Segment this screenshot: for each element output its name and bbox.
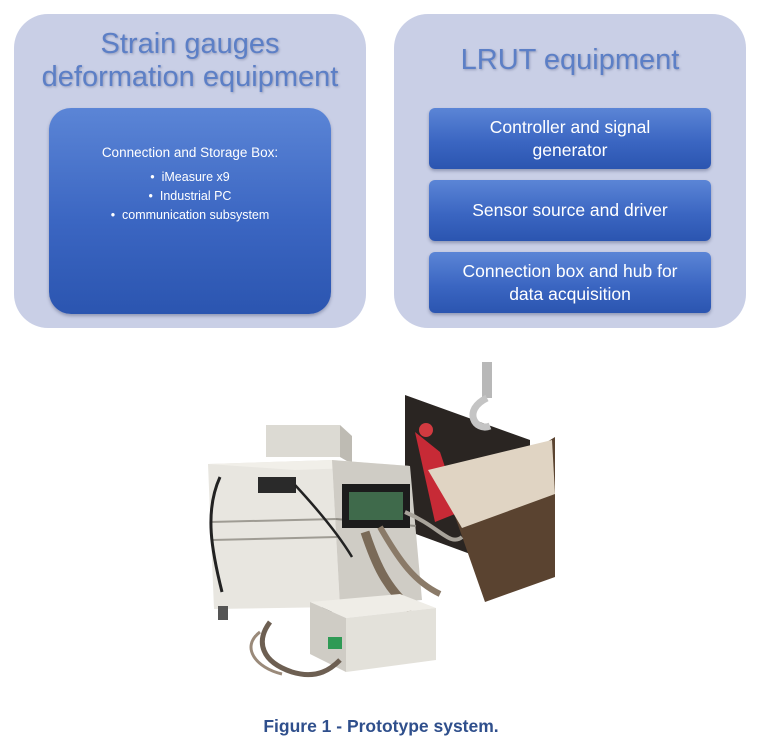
box-line: Sensor source and driver bbox=[472, 200, 668, 220]
storage-box-heading: Connection and Storage Box: bbox=[101, 145, 279, 160]
prototype-system-photo bbox=[208, 362, 555, 678]
strain-gauges-panel-title: Strain gauges deformation equipment bbox=[14, 28, 366, 94]
box-line: Connection box and hub for bbox=[462, 260, 678, 281]
connection-storage-box: Connection and Storage Box: iMeasure x9 … bbox=[49, 108, 331, 314]
box-line: generator bbox=[532, 139, 608, 160]
storage-box-list: iMeasure x9 Industrial PC communication … bbox=[49, 168, 331, 225]
list-item: communication subsystem bbox=[49, 206, 331, 225]
strain-title-line2: deformation equipment bbox=[41, 61, 339, 93]
strain-title-line1: Strain gauges bbox=[100, 28, 280, 60]
list-item: Industrial PC bbox=[49, 187, 331, 206]
box-line: data acquisition bbox=[509, 283, 631, 304]
figure-caption: Figure 1 - Prototype system. bbox=[263, 716, 499, 736]
list-item: iMeasure x9 bbox=[49, 168, 331, 187]
strain-gauges-panel: Strain gauges deformation equipment Conn… bbox=[14, 14, 366, 328]
lrut-panel-title: LRUT equipment bbox=[460, 44, 680, 76]
sensor-driver-box: Sensor source and driver bbox=[429, 180, 711, 241]
box-line: Controller and signal bbox=[489, 116, 651, 137]
